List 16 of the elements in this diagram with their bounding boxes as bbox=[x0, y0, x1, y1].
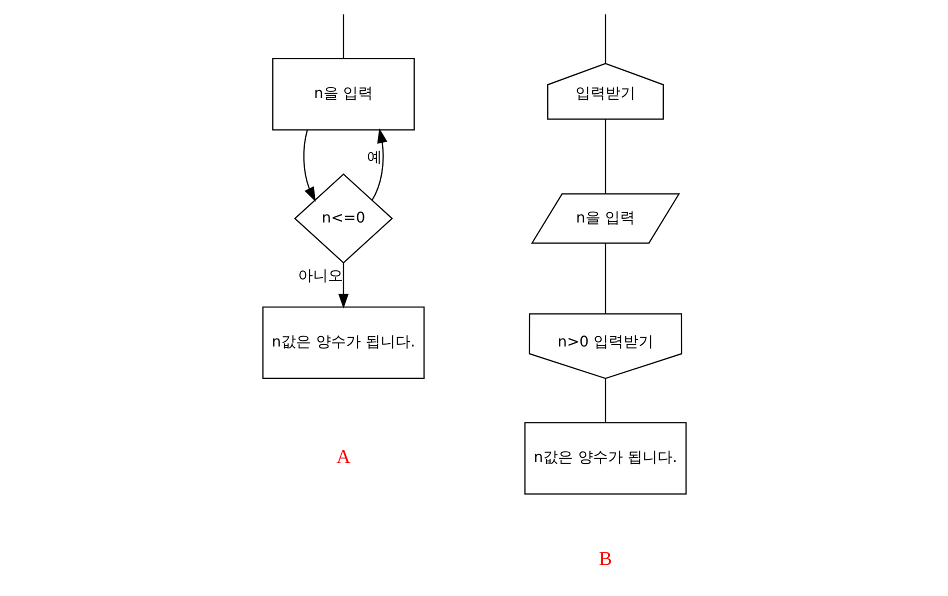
connector bbox=[604, 14, 606, 64]
connector bbox=[342, 14, 344, 58]
edge-label: 예 bbox=[366, 148, 382, 166]
arrow bbox=[371, 128, 387, 200]
node-box: n을 입력 bbox=[272, 58, 414, 131]
connector bbox=[604, 243, 606, 314]
label: B bbox=[598, 548, 612, 570]
connector bbox=[604, 120, 606, 194]
arrow bbox=[338, 263, 348, 309]
node-box: n값은 양수가 됩니다. bbox=[262, 306, 424, 380]
connector bbox=[604, 378, 606, 422]
arrow bbox=[302, 130, 316, 202]
node-box: n값은 양수가 됩니다. bbox=[524, 422, 686, 495]
edge-label: 아니오 bbox=[298, 268, 343, 285]
node-diamond: n<=0 bbox=[294, 173, 392, 264]
label: A bbox=[336, 446, 350, 468]
